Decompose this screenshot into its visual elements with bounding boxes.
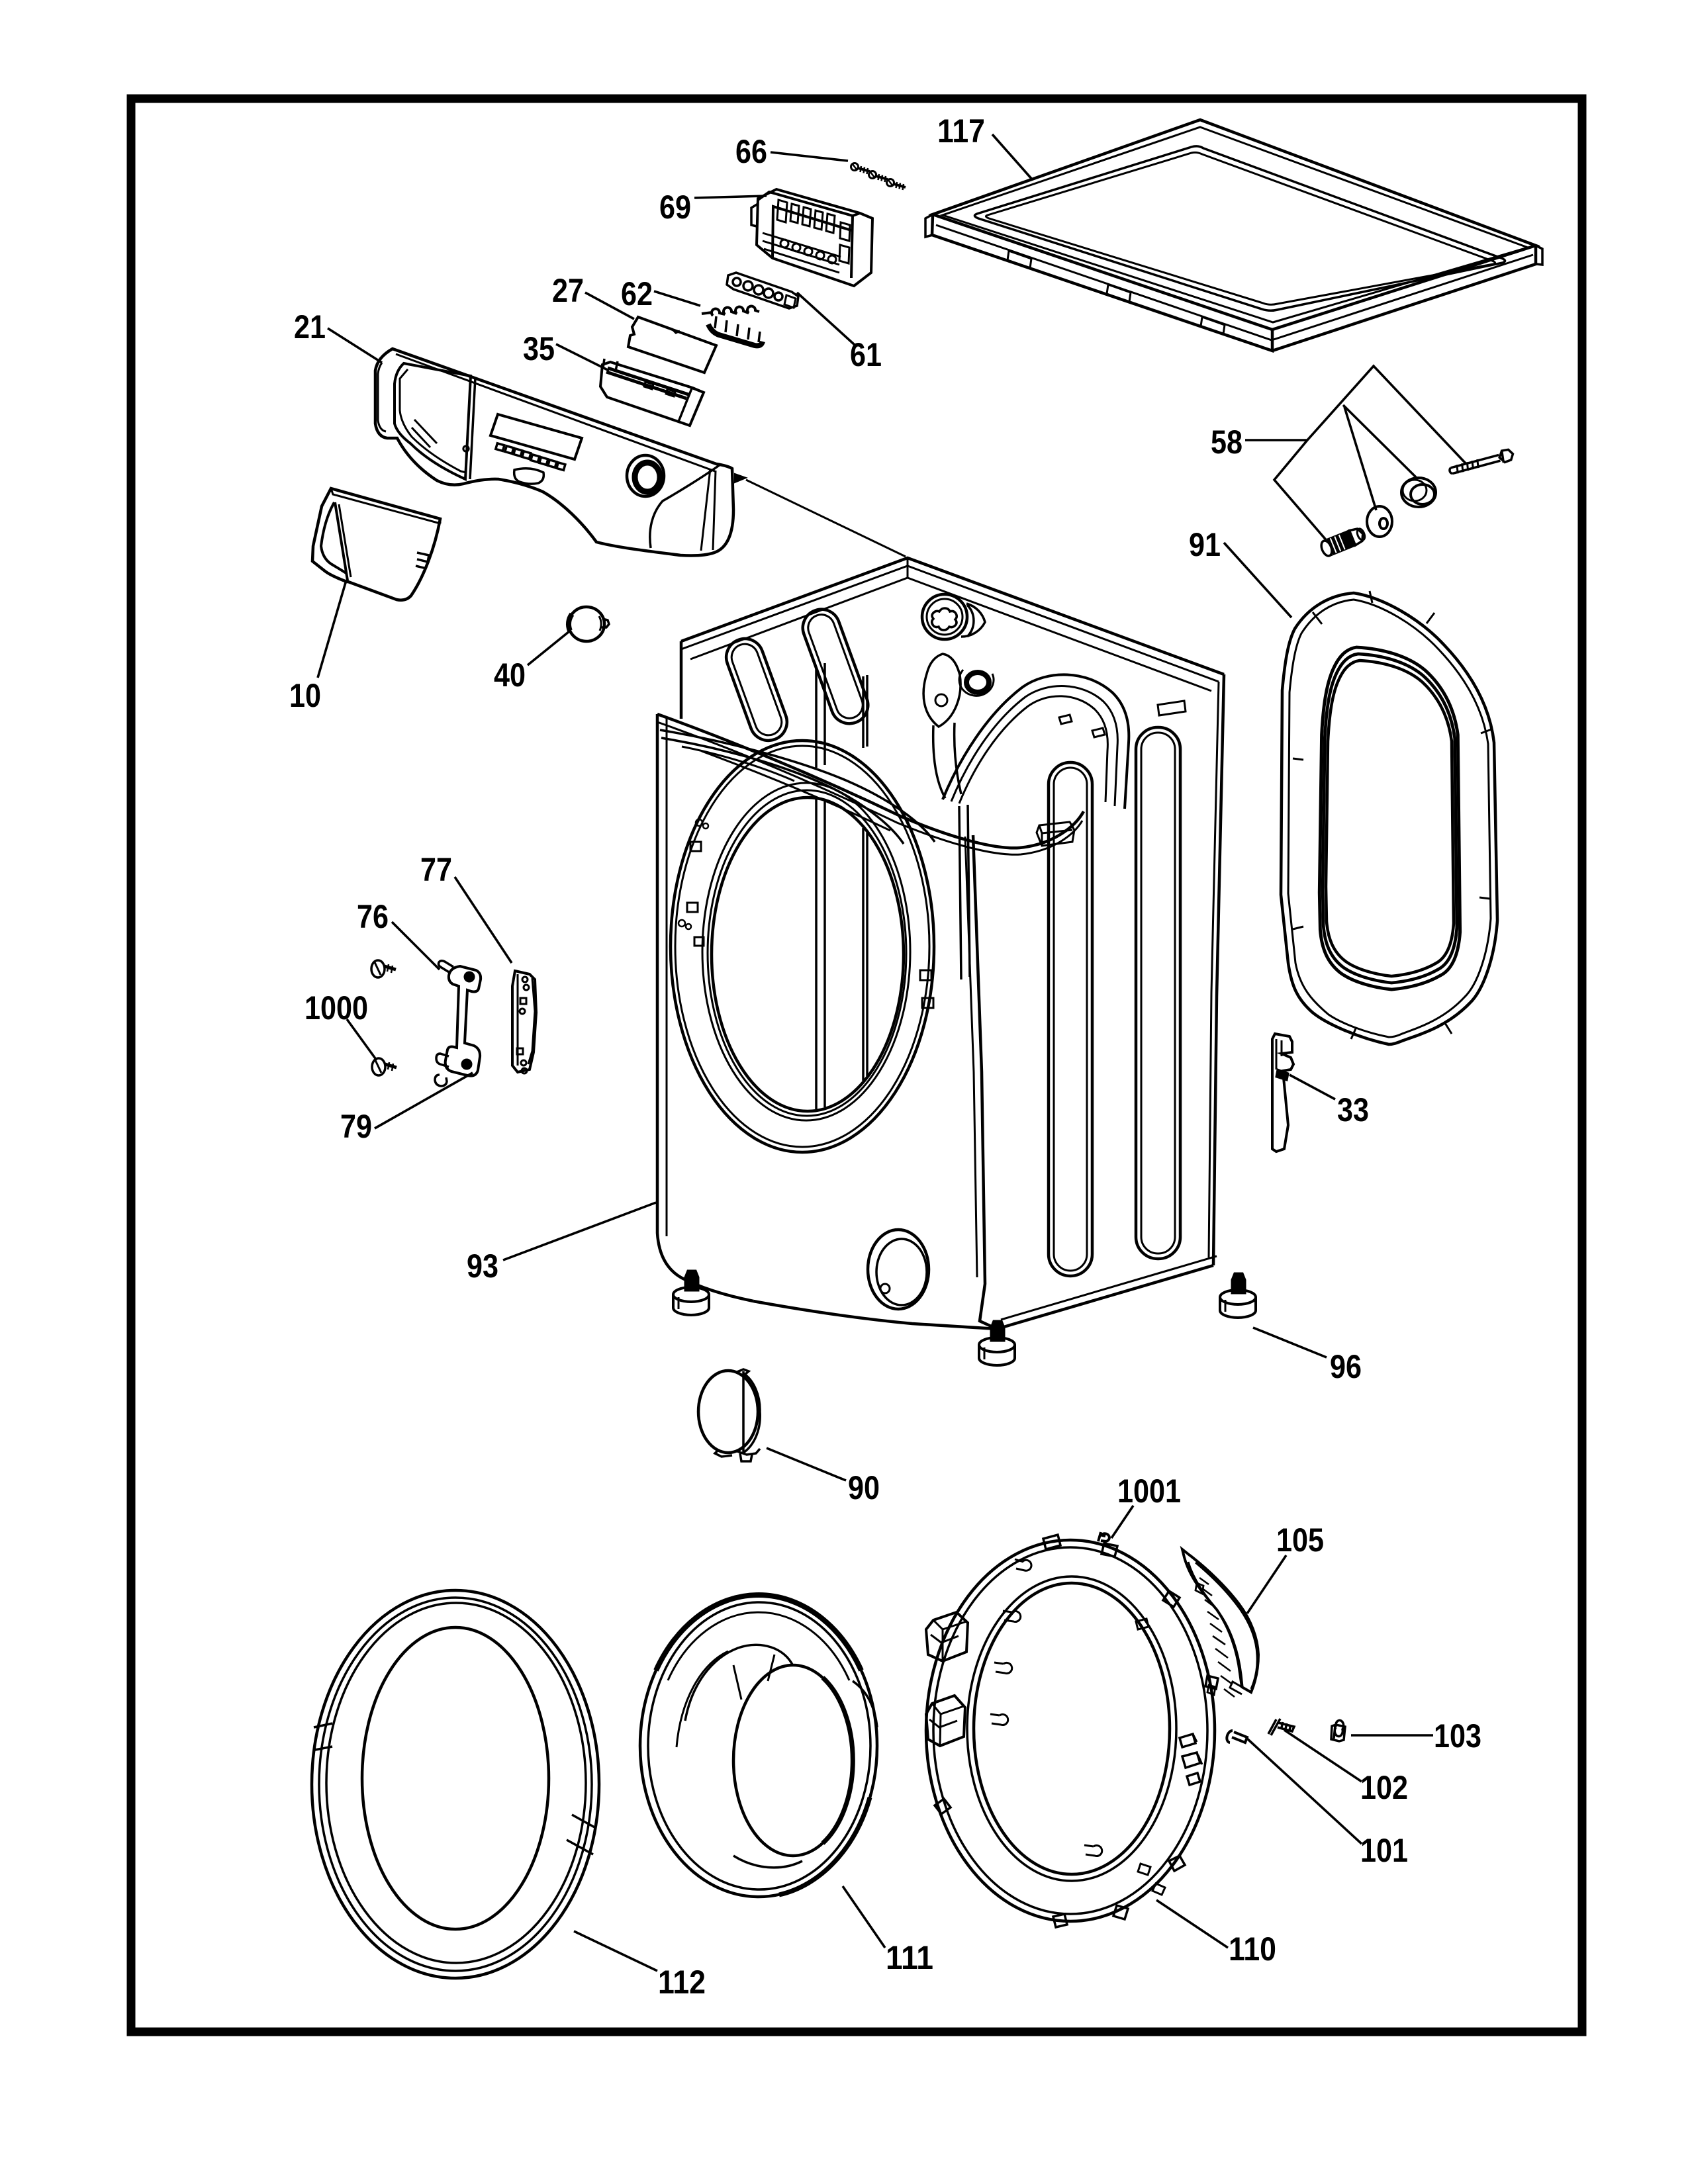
svg-text:105: 105	[1276, 1522, 1324, 1559]
svg-text:96: 96	[1330, 1348, 1362, 1385]
svg-text:79: 79	[340, 1108, 372, 1145]
svg-text:10: 10	[289, 677, 321, 714]
svg-text:61: 61	[850, 336, 882, 373]
svg-text:77: 77	[420, 851, 452, 888]
svg-text:66: 66	[735, 133, 767, 170]
svg-text:91: 91	[1189, 526, 1221, 563]
svg-text:101: 101	[1360, 1832, 1408, 1869]
svg-text:69: 69	[659, 189, 691, 226]
svg-text:1001: 1001	[1117, 1473, 1181, 1510]
svg-text:117: 117	[937, 113, 985, 150]
svg-text:112: 112	[658, 1964, 706, 2001]
svg-text:1000: 1000	[305, 989, 368, 1026]
svg-text:40: 40	[494, 657, 526, 694]
svg-text:58: 58	[1211, 424, 1243, 461]
svg-text:110: 110	[1229, 1931, 1276, 1968]
svg-text:90: 90	[848, 1469, 880, 1506]
svg-text:27: 27	[552, 272, 584, 309]
svg-text:62: 62	[621, 275, 653, 312]
svg-text:76: 76	[357, 898, 389, 935]
svg-text:33: 33	[1337, 1091, 1369, 1128]
svg-text:102: 102	[1360, 1769, 1408, 1806]
svg-text:93: 93	[467, 1248, 498, 1285]
svg-text:35: 35	[523, 330, 555, 367]
svg-text:21: 21	[294, 308, 326, 345]
svg-text:111: 111	[886, 1939, 933, 1976]
svg-text:103: 103	[1434, 1717, 1481, 1754]
